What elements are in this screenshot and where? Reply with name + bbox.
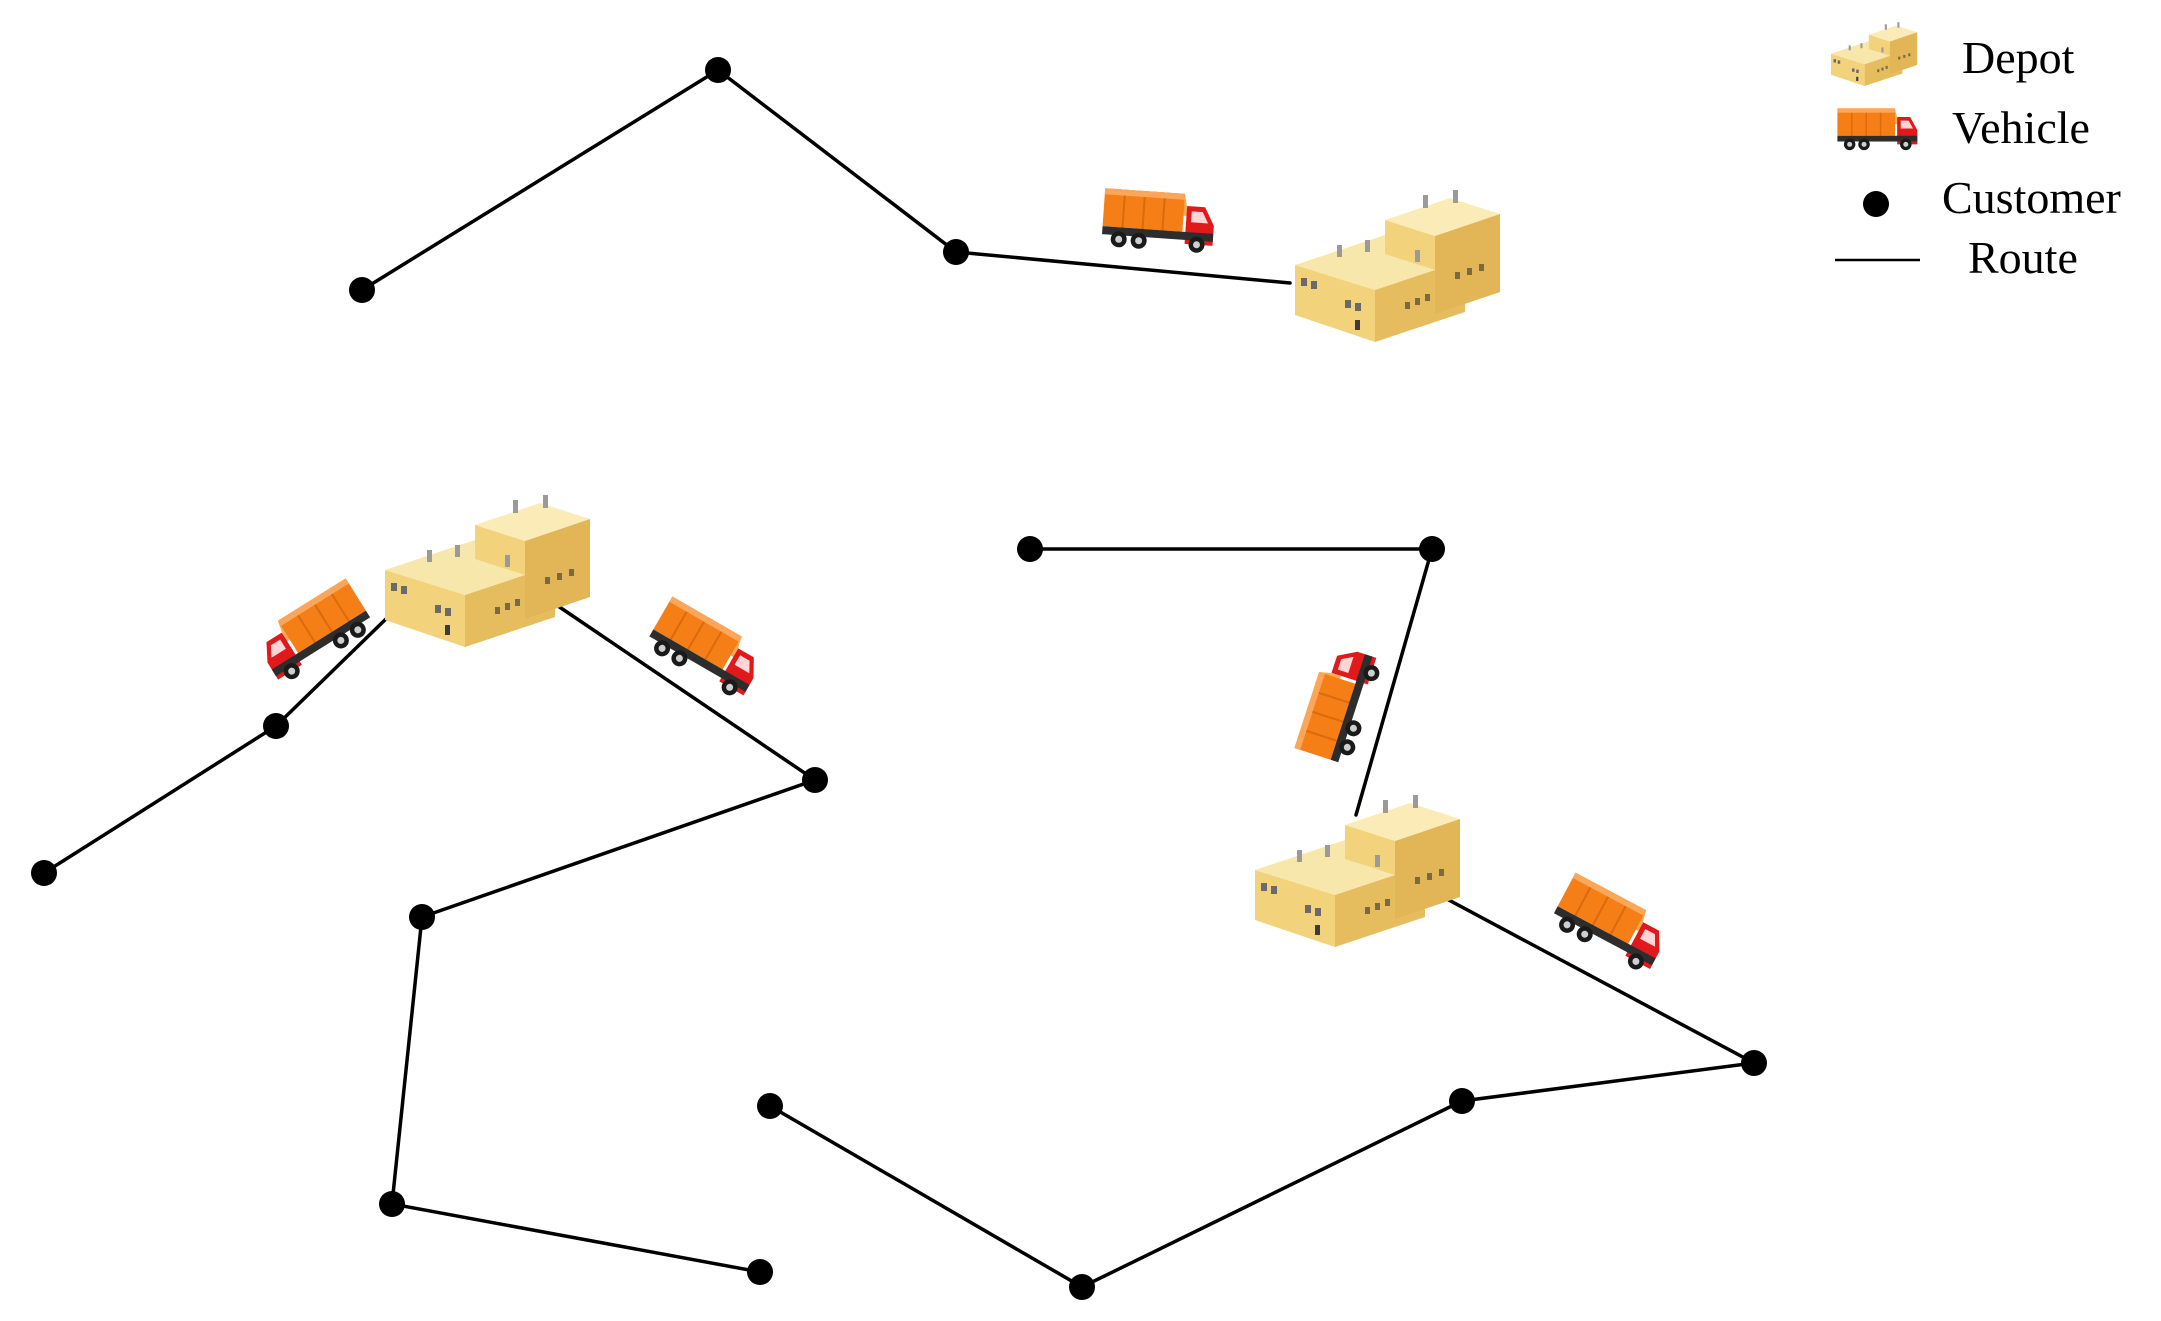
legend-vehicle-label: Vehicle — [1952, 102, 2090, 153]
customer-node — [263, 713, 289, 739]
vehicle-icon — [1100, 187, 1217, 255]
customer-node — [409, 904, 435, 930]
route-3 — [390, 604, 819, 1274]
legend-depot-icon — [1831, 22, 1918, 87]
route-1 — [360, 67, 1292, 292]
legend-customer-icon — [1863, 191, 1889, 217]
legend-vehicle-icon — [1836, 107, 1919, 151]
legend-depot-label: Depot — [1962, 32, 2075, 83]
route-4 — [1028, 547, 1435, 817]
customer-node — [1017, 536, 1043, 562]
depot-icon — [385, 495, 590, 647]
legend: Depot Vehicle Customer Route — [1831, 22, 2121, 283]
customer-node — [379, 1191, 405, 1217]
customer-node — [943, 239, 969, 265]
route-5 — [768, 888, 1760, 1289]
customer-node — [802, 767, 828, 793]
vehicle-icon — [1547, 871, 1675, 978]
depot-icon — [1255, 795, 1460, 947]
vehicle-icon — [1293, 641, 1385, 767]
vehicle-icon — [250, 577, 378, 688]
route-2 — [42, 613, 392, 875]
customer-node — [1741, 1050, 1767, 1076]
customer-node — [705, 57, 731, 83]
legend-customer-label: Customer — [1942, 172, 2121, 223]
customer-node — [1449, 1088, 1475, 1114]
customer-node — [31, 860, 57, 886]
customer-node — [349, 277, 375, 303]
customer-node — [1069, 1274, 1095, 1300]
customers — [31, 57, 1767, 1300]
legend-route-label: Route — [1968, 232, 2078, 283]
customer-node — [1419, 536, 1445, 562]
customer-node — [757, 1093, 783, 1119]
customer-node — [747, 1259, 773, 1285]
vehicle-icon — [642, 595, 770, 704]
depot-icon — [1295, 190, 1500, 342]
